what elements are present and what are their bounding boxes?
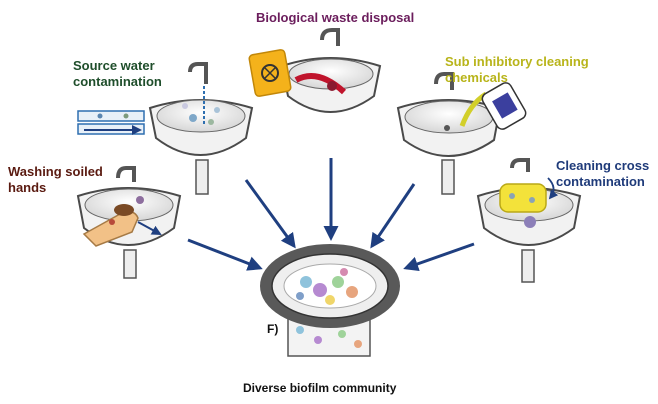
washing-hands-label: Washing soiled hands bbox=[8, 164, 103, 195]
sink-icon bbox=[280, 28, 382, 113]
detergent-bottle-icon bbox=[481, 82, 527, 130]
cleaning-cross-label: Cleaning cross contamination bbox=[556, 158, 650, 189]
sink-icon bbox=[396, 72, 502, 195]
bottom-caption: Diverse biofilm community bbox=[243, 381, 397, 395]
biofilm-cluster bbox=[296, 268, 358, 305]
sub-inhibitory-label: Sub inhibitory cleaning chemicals bbox=[445, 54, 589, 85]
biological-waste-label: Biological waste disposal bbox=[256, 10, 415, 25]
panel-letter: F) bbox=[267, 322, 279, 336]
source-water-label: Source water contamination bbox=[73, 58, 162, 89]
arrow-set bbox=[187, 158, 475, 272]
sink-icon bbox=[148, 62, 254, 195]
hand-icon bbox=[82, 196, 162, 247]
biohazard-bag-icon bbox=[248, 49, 292, 97]
drain-icon bbox=[260, 244, 400, 357]
sponge-icon bbox=[499, 177, 559, 213]
water-pipe-icon bbox=[77, 110, 145, 135]
